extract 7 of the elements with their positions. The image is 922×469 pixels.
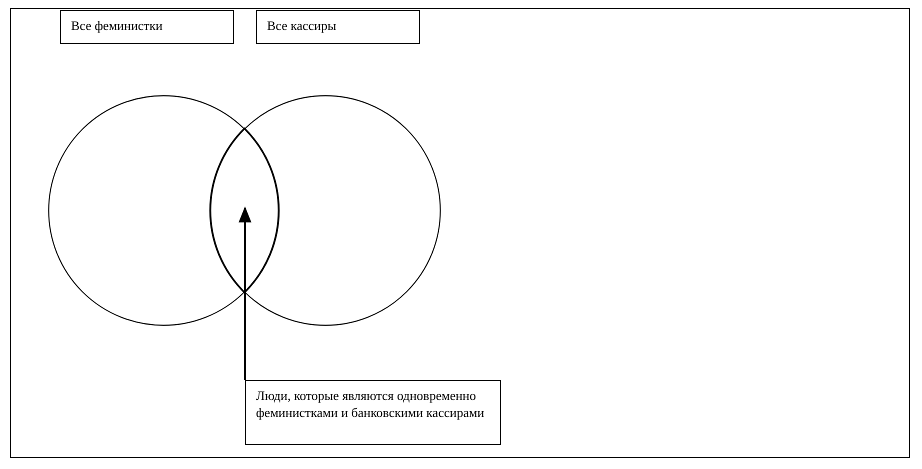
venn-intersection [210, 128, 279, 293]
leader-arrow [238, 206, 252, 380]
venn-circle [48, 95, 279, 326]
label-box: Люди, которые являются одновременно феминистками и банковскими кассирами [245, 380, 501, 445]
label-box: Все феминистки [60, 10, 234, 44]
label-box: Все кассиры [256, 10, 420, 44]
venn-circle [210, 95, 441, 326]
